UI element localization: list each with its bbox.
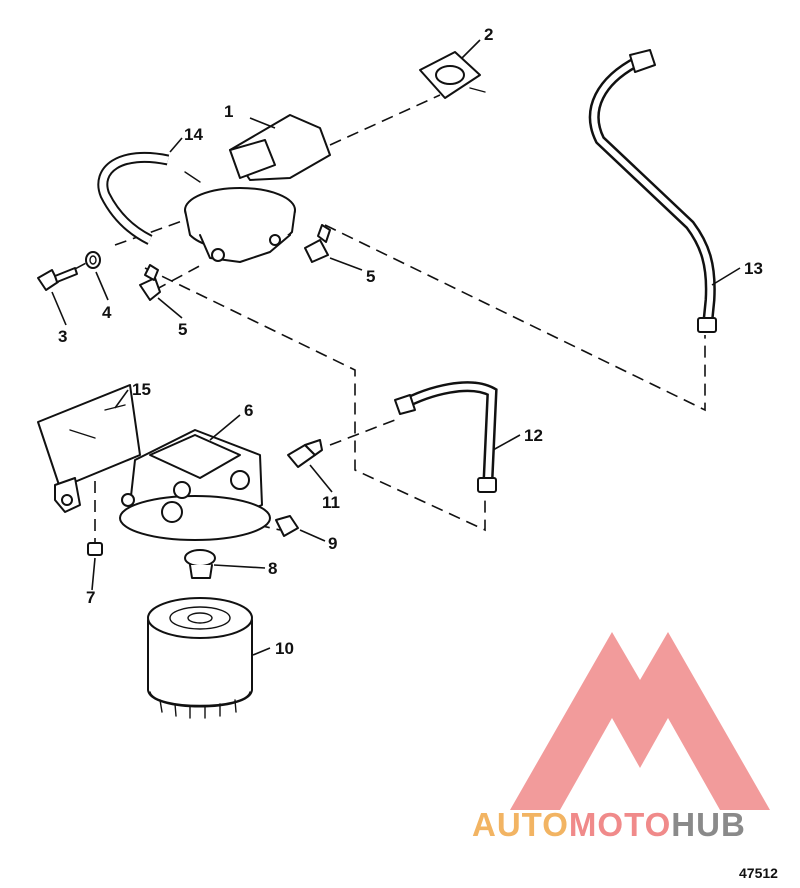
part-5-elbow-fitting-b (304, 224, 331, 263)
callout-5b: 5 (178, 320, 187, 339)
dashed-routing-lines (57, 94, 706, 550)
callout-4: 4 (102, 303, 112, 322)
part-15-bracket (37, 384, 141, 513)
callout-1: 1 (224, 102, 233, 121)
part-10-filter-canister (147, 597, 253, 719)
callout-14: 14 (184, 125, 203, 144)
callout-8: 8 (268, 559, 277, 578)
part-14-hose (97, 151, 170, 245)
logo-triangle-mark (510, 632, 770, 810)
callout-6: 6 (244, 401, 253, 420)
part-13-fuel-line (588, 49, 717, 333)
part-9-nut (275, 515, 299, 537)
watermark-moto: MOTO (569, 806, 671, 843)
leader-lines (51, 39, 741, 656)
callout-12: 12 (524, 426, 543, 445)
part-8-adapter (184, 549, 216, 579)
part-5-elbow-fitting-a (139, 264, 161, 301)
part-11-fitting (287, 439, 323, 468)
callout-15: 15 (132, 380, 151, 399)
callout-9: 9 (328, 534, 337, 553)
watermark-logo (510, 632, 770, 810)
callout-labels: 1 2 3 4 5 5 6 7 8 9 10 11 12 13 14 15 (58, 25, 763, 658)
callout-3: 3 (58, 327, 67, 346)
part-2-gasket (419, 51, 486, 99)
callout-7: 7 (86, 588, 95, 607)
callout-5a: 5 (366, 267, 375, 286)
figure-number: 47512 (739, 865, 778, 881)
watermark-hub: HUB (671, 806, 746, 843)
part-12-fuel-line (394, 381, 498, 493)
part-7-plug (87, 542, 103, 556)
callout-10: 10 (275, 639, 294, 658)
part-4-washer (85, 251, 101, 269)
callout-13: 13 (744, 259, 763, 278)
watermark-text: AUTOMOTOHUB (472, 806, 746, 843)
callout-2: 2 (484, 25, 493, 44)
part-6-filter-head (119, 429, 271, 541)
callout-11: 11 (322, 493, 340, 512)
part-1-fuel-pump (184, 114, 331, 263)
part-3-bolt (37, 267, 78, 291)
watermark-auto: AUTO (472, 806, 569, 843)
logo-inner-mark (595, 740, 690, 800)
